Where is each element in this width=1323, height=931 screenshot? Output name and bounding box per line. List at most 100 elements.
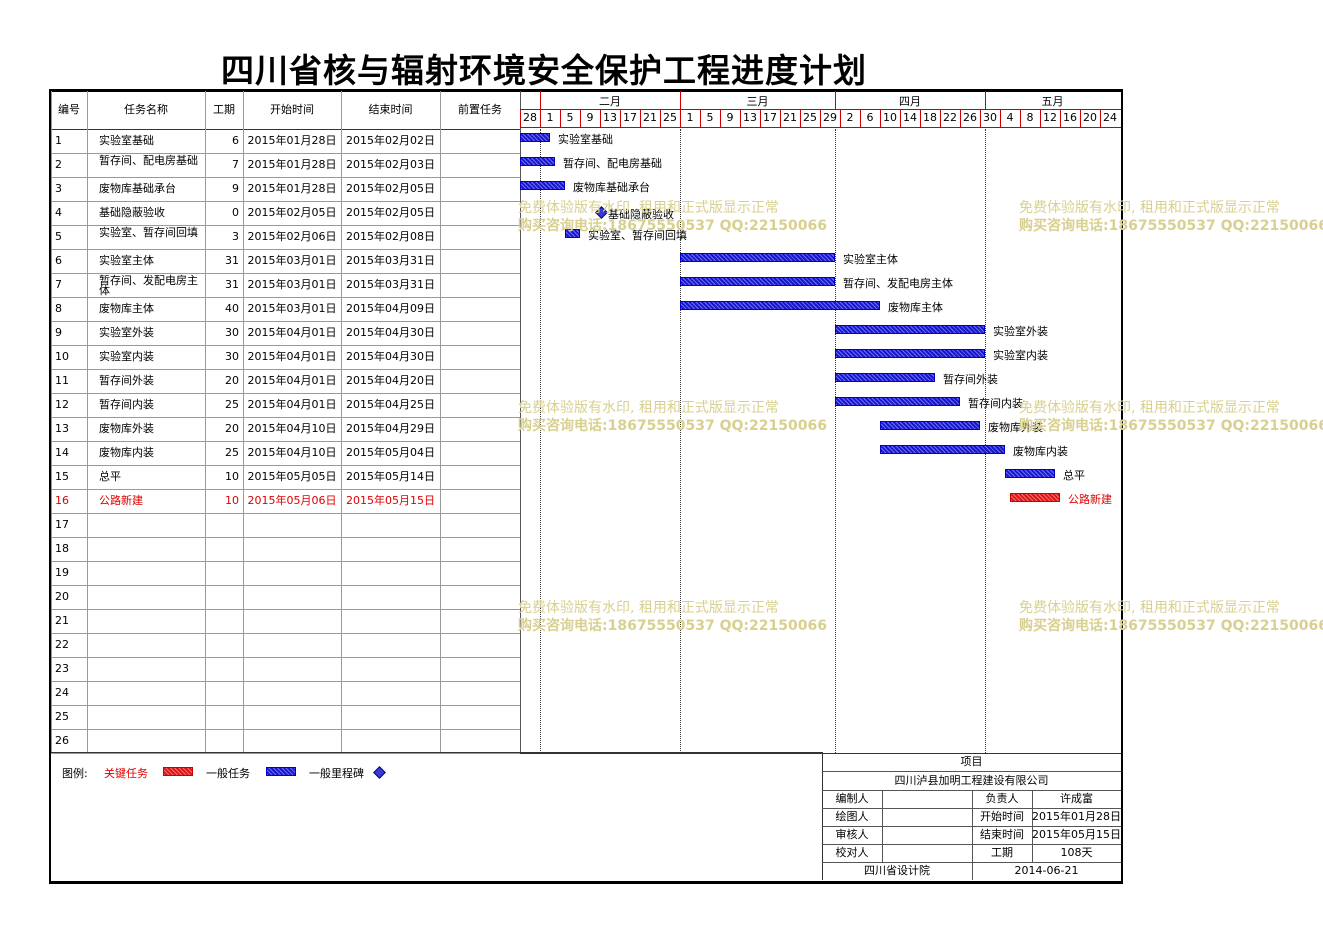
cell-end: 2015年03月31日 — [346, 278, 435, 291]
month-divider — [985, 91, 986, 109]
cell-start: 2015年04月01日 — [247, 374, 337, 387]
day-divider — [1100, 109, 1101, 127]
legend-milestone-label: 一般里程碑 — [309, 767, 364, 780]
cell-id: 2 — [55, 158, 62, 171]
info-col-line — [882, 790, 883, 862]
task-bar — [1010, 493, 1060, 502]
cell-duration: 7 — [232, 158, 239, 171]
day-divider — [1000, 109, 1001, 127]
day-divider — [520, 109, 521, 127]
watermark-line: 免费体验版有水印, 租用和正式版显示正常 — [1019, 400, 1280, 416]
month-label: 四月 — [899, 95, 921, 108]
cell-id: 14 — [55, 446, 69, 459]
cell-name: 废物库内装 — [99, 446, 154, 459]
day-label: 30 — [983, 111, 997, 124]
table-row-line — [51, 273, 521, 274]
cell-name: 基础隐蔽验收 — [99, 206, 165, 219]
info-col-line — [972, 862, 973, 880]
cell-start: 2015年04月01日 — [247, 398, 337, 411]
watermark-line: 购买咨询电话:18675550537 QQ:22150066 — [518, 218, 827, 234]
cell-start: 2015年01月28日 — [247, 158, 337, 171]
legend-label: 图例: — [62, 767, 88, 780]
cell-end: 2015年02月02日 — [346, 134, 435, 147]
task-bar-label: 暂存间、发配电房主体 — [843, 277, 953, 290]
info-checker — [882, 844, 972, 862]
month-divider — [540, 91, 541, 109]
info-duration: 108天 — [1060, 846, 1093, 859]
day-label: 6 — [866, 111, 874, 124]
cell-duration: 25 — [225, 398, 239, 411]
day-label: 17 — [623, 111, 637, 124]
day-divider — [1080, 109, 1081, 127]
cell-name: 实验室内装 — [99, 350, 154, 363]
info-leader: 许成富 — [1060, 792, 1093, 805]
cell-name: 暂存间、发配电房主体 — [99, 274, 198, 297]
info-start: 2015年01月28日 — [1032, 810, 1121, 823]
day-divider — [1040, 109, 1041, 127]
cell-id: 21 — [55, 614, 69, 627]
table-row-line — [51, 585, 521, 586]
cell-start: 2015年05月05日 — [247, 470, 337, 483]
info-project_label: 项目 — [960, 755, 983, 768]
table-col-line — [243, 91, 244, 753]
info-row-line — [822, 826, 1121, 827]
day-divider — [620, 109, 621, 127]
month-label: 五月 — [1041, 95, 1064, 108]
table-row-line — [51, 153, 521, 154]
day-label: 25 — [663, 111, 677, 124]
cell-duration: 40 — [225, 302, 239, 315]
cell-end: 2015年02月05日 — [346, 206, 435, 219]
day-label: 2 — [846, 111, 854, 124]
task-bar-label: 实验室外装 — [993, 325, 1048, 338]
legend-normal-label: 一般任务 — [206, 767, 250, 780]
day-divider — [640, 109, 641, 127]
task-bar-label: 实验室主体 — [843, 253, 898, 266]
watermark-text: 免费体验版有水印, 租用和正式版显示正常购买咨询电话:18675550537 Q… — [1019, 599, 1323, 635]
info-row-line — [822, 844, 1121, 845]
watermark-text: 免费体验版有水印, 租用和正式版显示正常购买咨询电话:18675550537 Q… — [518, 199, 827, 235]
day-label: 21 — [643, 111, 657, 124]
watermark-line: 购买咨询电话:18675550537 QQ:22150066 — [518, 418, 827, 434]
day-label: 18 — [923, 111, 937, 124]
task-bar — [520, 157, 555, 166]
info-drawer_label: 绘图人 — [835, 810, 869, 823]
cell-id: 18 — [55, 542, 69, 555]
task-bar-label: 公路新建 — [1068, 493, 1112, 506]
day-divider — [1020, 109, 1021, 127]
cell-end: 2015年05月04日 — [346, 446, 435, 459]
info-row-line — [822, 862, 1121, 863]
task-bar — [520, 133, 550, 142]
column-header-end: 结束时间 — [368, 103, 413, 116]
watermark-line: 购买咨询电话:18675550537 QQ:22150066 — [518, 618, 827, 634]
cell-id: 9 — [55, 326, 62, 339]
milestone-label: 基础隐蔽验收 — [608, 208, 674, 221]
month-label: 三月 — [746, 95, 769, 108]
month-gridline — [680, 129, 681, 753]
cell-name: 暂存间、配电房基础 — [99, 154, 198, 167]
cell-name: 实验室主体 — [99, 254, 154, 267]
cell-end: 2015年05月14日 — [346, 470, 435, 483]
cell-start: 2015年04月01日 — [247, 350, 337, 363]
day-divider — [860, 109, 861, 127]
cell-start: 2015年03月01日 — [247, 302, 337, 315]
info-col-line — [972, 790, 973, 862]
info-col-line — [1032, 790, 1033, 862]
month-divider — [835, 91, 836, 109]
month-gridline — [835, 129, 836, 753]
task-bar — [880, 445, 1005, 454]
cell-id: 23 — [55, 662, 69, 675]
cell-start: 2015年03月01日 — [247, 254, 337, 267]
cell-id: 24 — [55, 686, 69, 699]
cell-duration: 31 — [225, 254, 239, 267]
cell-id: 11 — [55, 374, 69, 387]
day-label: 10 — [883, 111, 897, 124]
watermark-line: 免费体验版有水印, 租用和正式版显示正常 — [518, 400, 779, 416]
day-label: 25 — [803, 111, 817, 124]
cell-end: 2015年04月25日 — [346, 398, 435, 411]
day-label: 13 — [743, 111, 757, 124]
task-bar — [835, 373, 935, 382]
cell-duration: 9 — [232, 182, 239, 195]
cell-name: 暂存间内装 — [99, 398, 154, 411]
cell-duration: 25 — [225, 446, 239, 459]
cell-id: 19 — [55, 566, 69, 579]
